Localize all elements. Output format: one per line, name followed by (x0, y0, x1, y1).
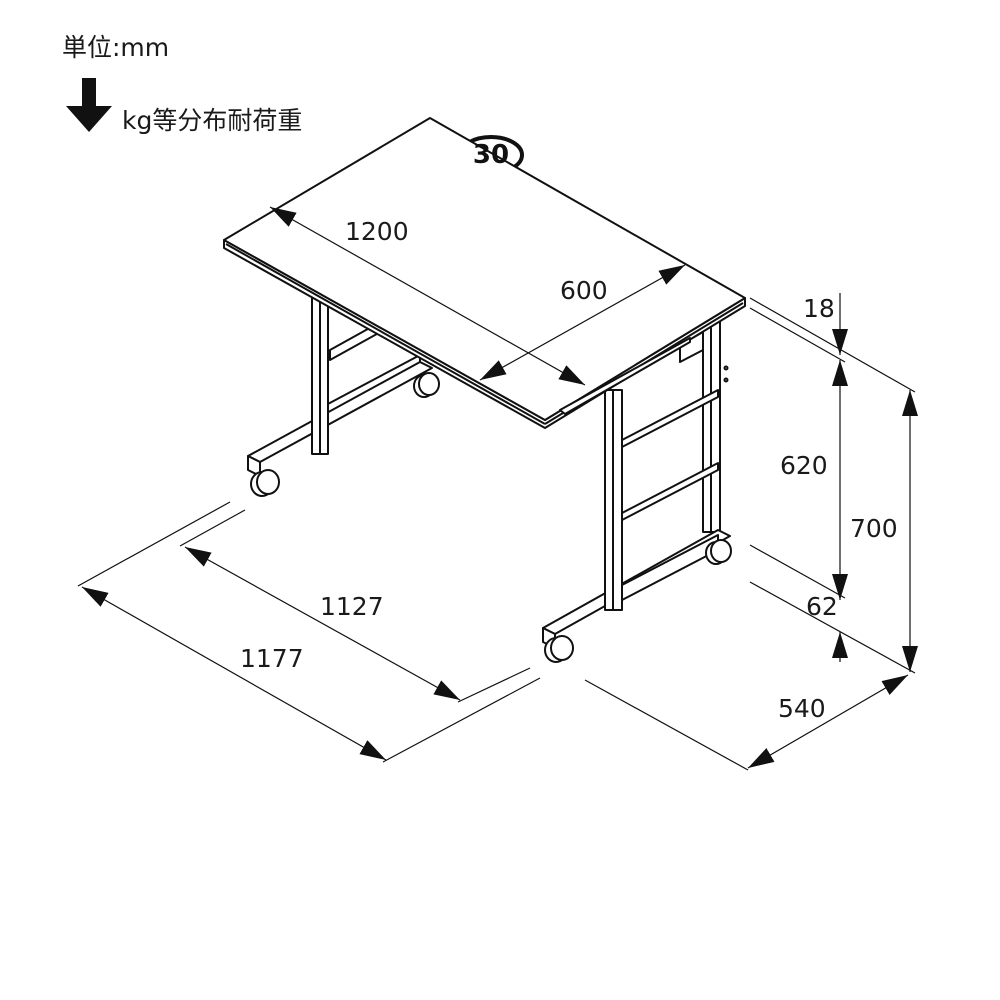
dim-label-540: 540 (778, 694, 826, 723)
dim-line-1177 (81, 586, 387, 761)
dim-label-1177: 1177 (240, 644, 304, 673)
legend-down-arrow-icon (66, 78, 112, 132)
right-front-caster (544, 635, 574, 663)
right-leg (542, 319, 731, 649)
dim-label-700: 700 (850, 514, 898, 543)
dim-label-1200: 1200 (345, 217, 409, 246)
left-back-caster (413, 372, 440, 398)
dim-line-540 (747, 674, 909, 769)
load-value: 30 (472, 140, 510, 170)
dim-label-62: 62 (806, 592, 838, 621)
dim-label-620: 620 (780, 451, 828, 480)
unit-label: 単位:mm (62, 33, 170, 62)
dim-line-1127 (184, 546, 461, 701)
dim-label-1127: 1127 (320, 592, 384, 621)
dim-line-600 (479, 264, 686, 381)
right-back-caster (705, 539, 732, 565)
dim-label-18: 18 (803, 294, 835, 323)
left-front-caster (250, 469, 280, 497)
load-legend-label: kg等分布耐荷重 (122, 106, 303, 135)
dim-label-600: 600 (560, 276, 608, 305)
